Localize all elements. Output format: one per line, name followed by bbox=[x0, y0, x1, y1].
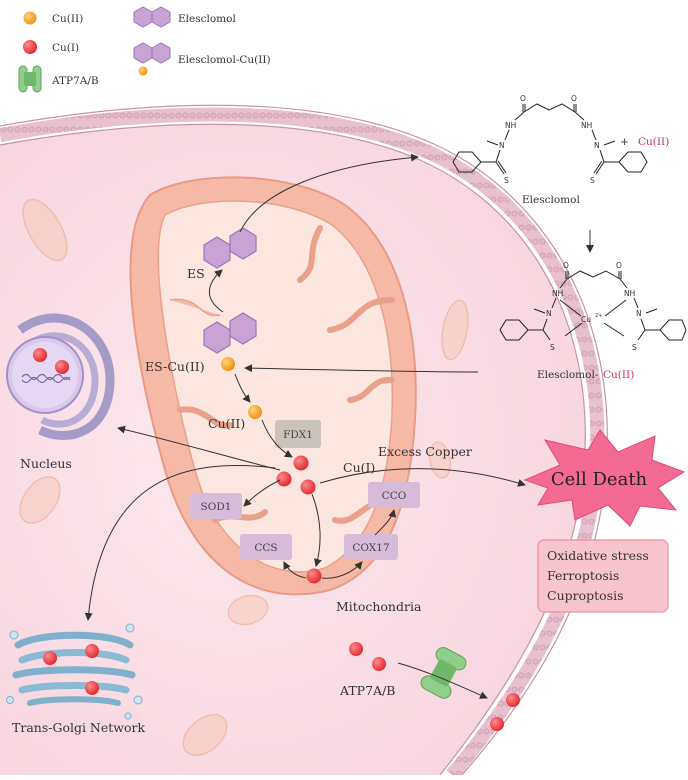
cco-box: CCO bbox=[368, 482, 420, 508]
chem-name-cu: Cu(II) bbox=[603, 369, 634, 381]
legend-cu1-dot bbox=[23, 40, 37, 54]
label-mitochondria: Mitochondria bbox=[336, 599, 422, 614]
legend-cu2-label: Cu(II) bbox=[52, 13, 83, 25]
chem-plus: + bbox=[620, 136, 629, 148]
label-cu1-inside: Cu(I) bbox=[343, 460, 375, 475]
exported-cu1-a bbox=[506, 693, 520, 707]
legend-cu1-label: Cu(I) bbox=[52, 42, 79, 54]
elesclomol-structure: O O NH NH N N S S bbox=[452, 94, 648, 185]
ccs-box: CCS bbox=[240, 534, 292, 560]
legend-elesclomol-cu-label: Elesclomol-Cu(II) bbox=[178, 54, 271, 66]
fdx1-label: FDX1 bbox=[283, 429, 313, 441]
cu1-bottom bbox=[306, 568, 322, 584]
ccs-label: CCS bbox=[254, 542, 277, 554]
es-cu-molecule bbox=[203, 312, 257, 371]
label-golgi: Trans-Golgi Network bbox=[12, 720, 145, 735]
legend-atp7-icon bbox=[18, 65, 42, 93]
es-molecule bbox=[203, 227, 257, 269]
svg-text:N: N bbox=[636, 309, 642, 318]
death-item-cuproptosis: Cuproptosis bbox=[547, 588, 624, 603]
svg-text:N: N bbox=[594, 141, 600, 150]
free-cu2-ion bbox=[248, 405, 262, 419]
svg-text:O: O bbox=[563, 261, 569, 270]
label-nucleus: Nucleus bbox=[20, 456, 72, 471]
atp7-cu1-b bbox=[372, 657, 386, 671]
svg-text:NH: NH bbox=[624, 289, 635, 298]
chem-name-es: Elesclomol- bbox=[537, 369, 599, 381]
label-es-cu: ES-Cu(II) bbox=[145, 359, 205, 374]
cox17-label: COX17 bbox=[352, 542, 389, 554]
cox17-box: COX17 bbox=[344, 534, 398, 560]
svg-text:Cu: Cu bbox=[581, 315, 591, 324]
golgi-cu1-b bbox=[85, 644, 99, 658]
label-cu2-inside: Cu(II) bbox=[208, 416, 245, 431]
legend-atp7-label: ATP7A/B bbox=[51, 75, 99, 87]
svg-text:N: N bbox=[546, 309, 552, 318]
chem-name-elesclomol: Elesclomol bbox=[522, 194, 580, 206]
legend-elesclomol-cu-icon bbox=[133, 42, 171, 76]
nucleus bbox=[6, 313, 115, 441]
svg-text:O: O bbox=[571, 94, 577, 103]
golgi bbox=[6, 623, 143, 720]
death-item-oxidative: Oxidative stress bbox=[547, 548, 649, 563]
label-excess-copper: Excess Copper bbox=[378, 444, 472, 459]
nucleus-cu1-a bbox=[33, 348, 47, 362]
nucleus-cu1-b bbox=[55, 360, 69, 374]
death-mechanisms-box: Oxidative stress Ferroptosis Cuproptosis bbox=[537, 539, 669, 613]
svg-text:S: S bbox=[590, 176, 595, 185]
label-atp7: ATP7A/B bbox=[339, 683, 395, 698]
golgi-cu1-a bbox=[43, 651, 57, 665]
elesclomol-cu-structure: O O NH NH N N Cu 2+ S S bbox=[499, 261, 687, 352]
cell-death-starburst bbox=[523, 429, 686, 527]
legend: Cu(II) Cu(I) ATP7A/B Elesclomol Elesclom… bbox=[18, 6, 271, 93]
label-es: ES bbox=[187, 266, 205, 281]
legend-elesclomol-label: Elesclomol bbox=[178, 13, 236, 25]
chem-cu2: Cu(II) bbox=[638, 136, 669, 148]
faded-mitochondria bbox=[19, 198, 469, 756]
svg-text:S: S bbox=[504, 176, 509, 185]
svg-text:S: S bbox=[550, 343, 555, 352]
atp7-transporter bbox=[420, 647, 467, 699]
fdx1-box: FDX1 bbox=[275, 420, 321, 448]
es-cu-ion bbox=[221, 357, 235, 371]
death-item-ferroptosis: Ferroptosis bbox=[547, 568, 619, 583]
exported-cu1-b bbox=[490, 717, 504, 731]
svg-text:S: S bbox=[632, 343, 637, 352]
svg-text:O: O bbox=[616, 261, 622, 270]
atp7-cu1-a bbox=[349, 642, 363, 656]
golgi-cu1-c bbox=[85, 681, 99, 695]
svg-text:NH: NH bbox=[581, 121, 592, 130]
svg-text:N: N bbox=[499, 141, 505, 150]
cell-death-title: Cell Death bbox=[551, 469, 648, 490]
svg-text:NH: NH bbox=[505, 121, 516, 130]
svg-text:2+: 2+ bbox=[595, 313, 602, 319]
arrows bbox=[84, 153, 594, 699]
svg-text:NH: NH bbox=[552, 289, 563, 298]
sod1-label: SOD1 bbox=[201, 501, 232, 513]
sod1-box: SOD1 bbox=[190, 493, 242, 519]
cco-label: CCO bbox=[382, 490, 407, 502]
svg-text:O: O bbox=[520, 94, 526, 103]
legend-elesclomol-icon bbox=[133, 6, 171, 28]
legend-cu2-dot bbox=[23, 11, 37, 25]
cu1-cluster bbox=[276, 455, 316, 495]
